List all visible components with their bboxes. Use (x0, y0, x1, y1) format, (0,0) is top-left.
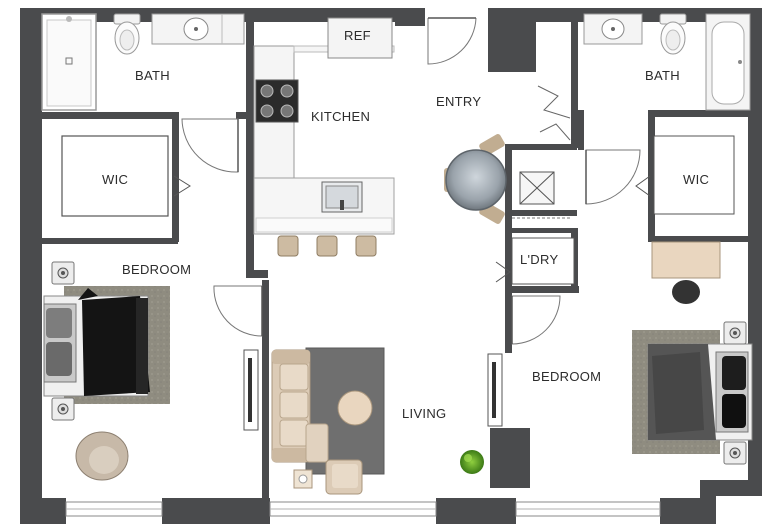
label-bedroom-left: BEDROOM (122, 262, 191, 277)
label-kitchen: KITCHEN (311, 109, 370, 124)
left-bedroom (43, 261, 263, 481)
label-entry: ENTRY (436, 94, 481, 109)
living (271, 347, 484, 495)
room-labels: BATH WIC BEDROOM REF KITCHEN ENTRY BATH … (102, 28, 709, 421)
label-living: LIVING (402, 406, 446, 421)
label-wic-left: WIC (102, 172, 128, 187)
right-wic (585, 135, 735, 215)
label-bedroom-right: BEDROOM (532, 369, 601, 384)
label-laundry: L'DRY (520, 252, 558, 267)
label-wic-right: WIC (683, 172, 709, 187)
left-wic (61, 118, 239, 217)
entry (427, 17, 571, 224)
left-bath (41, 13, 245, 111)
right-bedroom (487, 241, 753, 465)
right-bath (583, 13, 751, 111)
label-bath-right: BATH (645, 68, 680, 83)
label-bath-left: BATH (135, 68, 170, 83)
label-ref: REF (344, 28, 371, 43)
kitchen (253, 17, 395, 257)
interior-walls (40, 8, 760, 498)
laundry (495, 171, 575, 285)
